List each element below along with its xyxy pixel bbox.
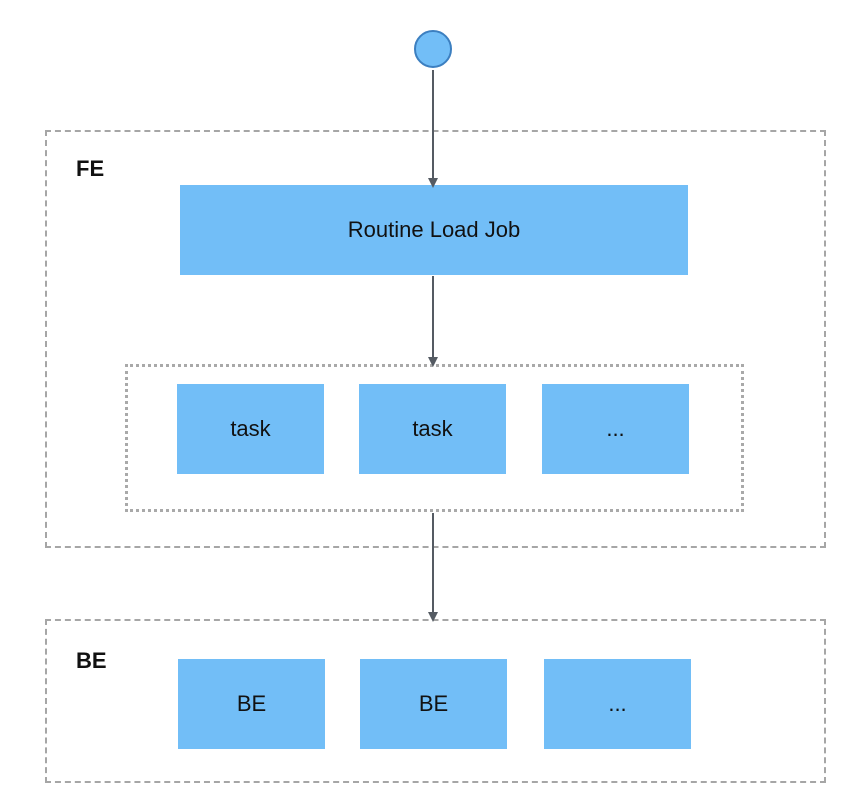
fe-group-label: FE — [76, 156, 105, 181]
task-box: task — [177, 384, 324, 474]
task-label: task — [412, 416, 453, 441]
fe-group — [45, 130, 826, 548]
be-node-box: BE — [360, 659, 507, 749]
task-box: task — [359, 384, 506, 474]
be-node-box-more: ... — [544, 659, 691, 749]
start-node — [414, 30, 452, 68]
be-node-box: BE — [178, 659, 325, 749]
routine-load-job-label: Routine Load Job — [347, 217, 521, 242]
task-label: task — [230, 416, 271, 441]
routine-load-job-box: Routine Load Job — [180, 185, 688, 275]
be-node-label: BE — [418, 691, 449, 716]
be-node-label: BE — [236, 691, 267, 716]
be-node-more-label: ... — [608, 691, 627, 716]
task-more-label: ... — [606, 416, 625, 441]
be-group-label: BE — [76, 648, 107, 673]
task-box-more: ... — [542, 384, 689, 474]
